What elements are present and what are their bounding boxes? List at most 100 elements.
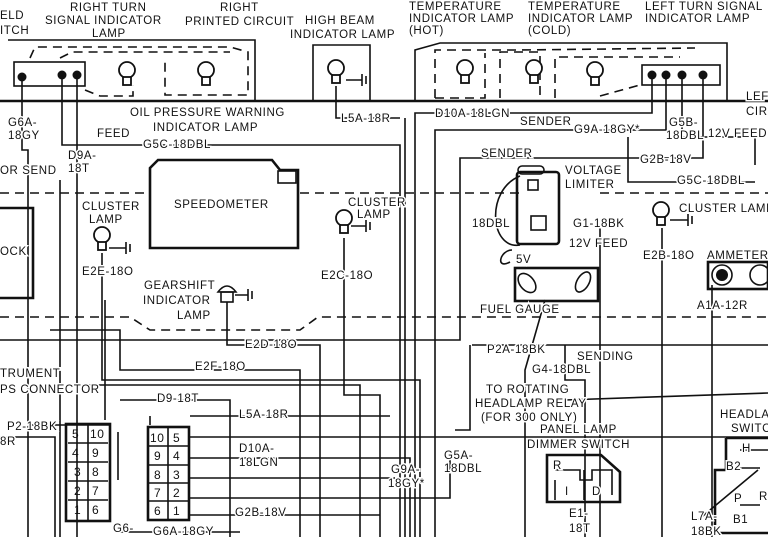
instrument-connector-right: 10 5 9 4 8 3 7 2 6 1 xyxy=(146,425,191,522)
left-turn-label: INDICATOR LAMP xyxy=(645,13,750,25)
right-turn-label: LAMP xyxy=(92,28,126,40)
dimmer-terminal: I xyxy=(565,486,569,498)
pin: 10 xyxy=(90,427,105,441)
cluster-lamp-left-icon xyxy=(93,226,111,251)
wire-label: A1A-12R xyxy=(697,300,748,312)
wire-label: G4-18DBL xyxy=(532,364,591,376)
wire-label: L5A-18R xyxy=(239,409,289,421)
rotating-relay-label: TO ROTATING xyxy=(486,384,569,396)
pin: 2 xyxy=(74,484,81,498)
pin: 4 xyxy=(173,449,180,463)
wire-label: G6- xyxy=(113,523,134,535)
pin: 9 xyxy=(154,449,161,463)
rotating-relay-label: (FOR 300 ONLY) xyxy=(481,412,577,424)
wire-label: FEED xyxy=(97,128,130,140)
right-printed-circuit-label: PRINTED CIRCUIT xyxy=(185,16,294,28)
fuel-gauge-label: FUEL GAUGE xyxy=(480,304,560,316)
headlamp-terminal: R xyxy=(759,491,768,503)
pin: 8 xyxy=(154,468,161,482)
pin: 8 xyxy=(92,465,99,479)
pin: 4 xyxy=(72,446,79,460)
speedometer-plug xyxy=(277,170,297,184)
wire-label: G1-18BK xyxy=(573,218,625,230)
wire-label: E2C-18O xyxy=(321,270,373,282)
rotating-relay-label: HEADLAMP RELAY xyxy=(475,398,587,410)
voltage-limiter-label: VOLTAGE xyxy=(565,165,622,177)
ammeter-label: AMMETER xyxy=(707,250,768,262)
panel-dimmer-label: PANEL LAMP xyxy=(540,424,617,436)
temp-cold-label: INDICATOR LAMP xyxy=(528,13,633,25)
wire-label: G6A- xyxy=(8,117,37,129)
field-switch-connector xyxy=(13,61,86,87)
headlamp-terminal: H xyxy=(742,443,751,455)
headlamp-terminal: B2 xyxy=(726,461,741,473)
wire-label: SENDER xyxy=(481,148,533,160)
cluster-lamp-label: CLUSTER LAMP xyxy=(679,203,768,215)
printed-circuit-boards xyxy=(0,39,768,103)
pin: 3 xyxy=(173,468,180,482)
left-turn-label: LEFT TURN SIGNAL xyxy=(645,1,763,13)
wire-label: G5C-18DBL xyxy=(143,139,211,151)
pin: 3 xyxy=(74,465,81,479)
wire-label: 18T xyxy=(68,163,90,175)
wire-label: E2B-18O xyxy=(643,250,695,262)
speedometer-label: SPEEDOMETER xyxy=(174,199,269,211)
wire-label: SENDING xyxy=(577,351,634,363)
wire-label: 18DBL xyxy=(444,463,482,475)
wire-label: G2B-18V xyxy=(640,154,692,166)
gearshift-label: LAMP xyxy=(177,310,211,322)
wire-label: D9A- xyxy=(68,150,97,162)
temp-hot-lamp-icon xyxy=(456,59,474,84)
wire-label: E2D-18O xyxy=(245,339,297,351)
temp-hot-label: TEMPERATURE xyxy=(409,1,502,13)
right-printed-circuit-label: RIGHT xyxy=(220,2,259,14)
oil-pressure-label: OIL PRESSURE WARNING xyxy=(130,107,285,119)
wire-label: P2A-18BK xyxy=(487,344,546,356)
voltage-limiter xyxy=(515,165,561,246)
gearshift-lamp-icon xyxy=(216,285,238,303)
clock-box xyxy=(0,206,35,300)
wire-label: L5A-18R xyxy=(341,113,391,125)
high-beam-lamp-icon xyxy=(327,59,345,84)
wire-label: SENDER xyxy=(520,116,572,128)
wire-label: 8R xyxy=(0,436,16,448)
wire-label: P2-18BK xyxy=(7,421,57,433)
high-beam-label: INDICATOR LAMP xyxy=(290,29,395,41)
fuel-gauge xyxy=(513,266,600,303)
cluster-lamp-label: LAMP xyxy=(357,209,391,221)
headlamp-switch-label: SWITC xyxy=(731,423,768,435)
temp-cold-label: TEMPERATURE xyxy=(528,1,621,13)
wire-label: G2B-18V xyxy=(235,507,287,519)
headlamp-switch xyxy=(697,436,768,535)
wire-label: G5A- xyxy=(444,450,473,462)
oil-pressure-label: INDICATOR LAMP xyxy=(153,122,258,134)
instrument-connector-label: TRUMENT xyxy=(0,368,60,380)
high-beam-label: HIGH BEAM xyxy=(305,15,375,27)
pin: 6 xyxy=(92,503,99,517)
oil-pressure-lamp-icon xyxy=(197,61,215,86)
pin: 6 xyxy=(154,504,161,518)
wire-label: 12V FEED xyxy=(569,238,628,250)
pin: 1 xyxy=(173,504,180,518)
cluster-lamp-label: LAMP xyxy=(89,214,123,226)
panel-dimmer-label: DIMMER SWITCH xyxy=(527,439,630,451)
instrument-connector-left: 5 10 4 9 3 8 2 7 1 6 xyxy=(64,422,112,523)
wire-label: D10A- xyxy=(239,443,275,455)
wire-label: G9A-18GY* xyxy=(574,124,640,136)
field-switch-label: ELD xyxy=(0,10,24,22)
left-turn-lamp-icon xyxy=(586,61,604,86)
wire-label: L7A- xyxy=(691,511,718,523)
wire-label: 18DBL xyxy=(472,218,510,230)
wire-label: 18GY xyxy=(8,130,40,142)
ground-symbols-icon xyxy=(109,74,693,301)
wire-label: 18LGN xyxy=(239,457,278,469)
dimmer-terminal: D xyxy=(592,486,601,498)
gearshift-label: GEARSHIFT xyxy=(144,280,215,292)
pin: 1 xyxy=(74,503,81,517)
cluster-lamp-mid-icon xyxy=(335,209,353,234)
wire-label: G5B- xyxy=(669,117,698,129)
pin: 7 xyxy=(154,486,161,500)
left-circuit-connector xyxy=(641,64,721,86)
pin: 5 xyxy=(72,427,79,441)
wires xyxy=(0,75,768,537)
